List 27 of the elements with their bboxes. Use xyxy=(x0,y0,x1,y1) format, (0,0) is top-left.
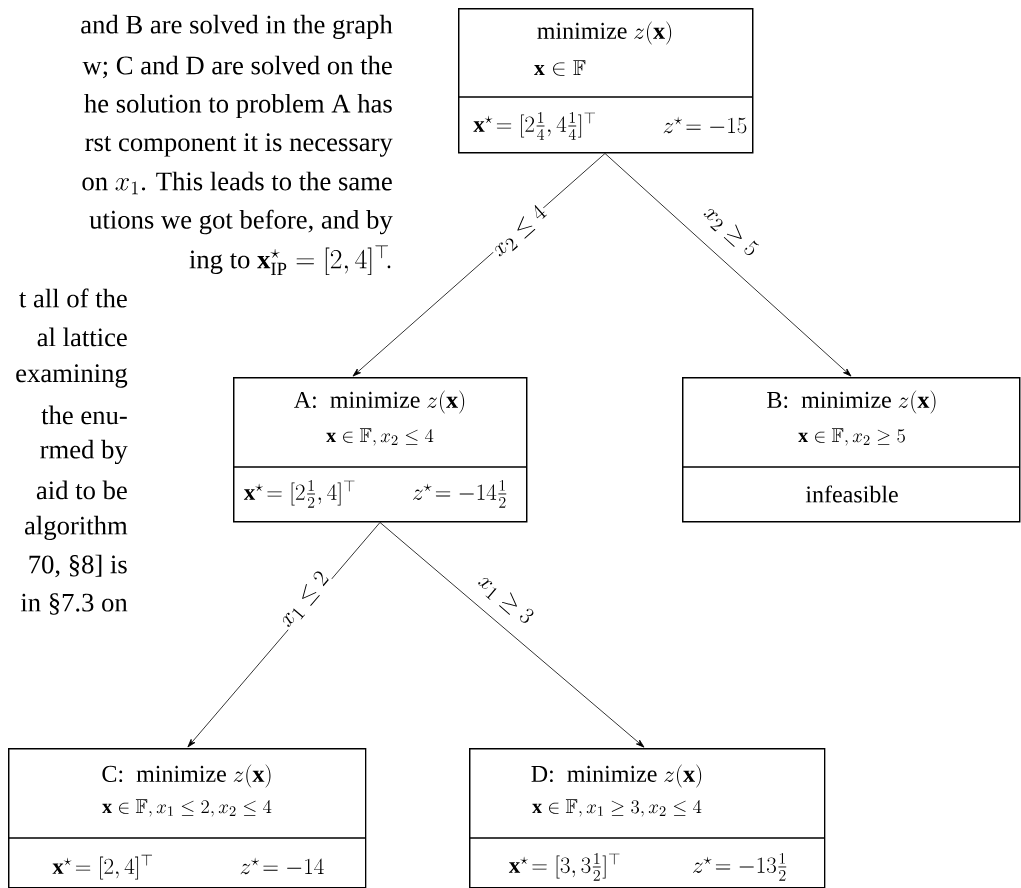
problem-box: $\text{D:\ \ minimize }z(\mathbf{x})$ $\mathbf{x}\in\mathbb{F},x_1\ge 3,x_2\le 4$ $\mathbf{x}^{\star}\!=[3,3\tfrac{1}{2}]^{\top}$ $z^{\star}\!=-13\tfrac{1}{2}$ xyxy=(468,748,826,888)
text-line: t all of the xyxy=(19,288,127,308)
text-line: examining xyxy=(16,364,128,388)
problem-box: $\text{C:\ \ minimize }z(\mathbf{x})$ $\mathbf{x}\in\mathbb{F},x_1\le 2,x_2\le 4$ $\mathbf{x}^{\star}\!=[2,4]^{\top}$ $z^{\star}\!=-14$ xyxy=(7,748,367,888)
edge-label: $x_1\le 2$ xyxy=(275,567,335,633)
text-line: aid to be xyxy=(36,480,127,500)
text-line: he solution to problem A has xyxy=(84,93,392,119)
arrow xyxy=(604,153,852,377)
text-line: rst component it is necessary xyxy=(85,133,393,157)
problem-box: $\text{minimize }z(\mathbf{x})$ $\mathbf{x}\in\mathbb{F}$ $\mathbf{x}^{\star}\!=[2\tfrac{1}{4},4\tfrac{1}{4}]^{\top}$ $z^{\star}\!=-15$ xyxy=(457,8,754,154)
problem-box: $\text{A:\ \ minimize }z(\mathbf{x})$ $\mathbf{x}\in\mathbb{F},x_2\le 4$ $\mathbf{x}^{\star}\!=[2\tfrac{1}{2},4]^{\top}$ $z^{\star}\!=-14\tfrac{1}{2}$ xyxy=(232,377,528,523)
edge-label: $x_2\ge 5$ xyxy=(697,201,763,263)
text-line: utions we got before, and by xyxy=(89,209,393,235)
text-line: the enu- xyxy=(41,405,127,425)
text-line: rmed by xyxy=(40,439,128,465)
edge-label: $x_2\le 4$ xyxy=(487,201,553,263)
text-line: w; C and D are solved on the xyxy=(82,55,392,79)
edge-label: $x_1\ge 3$ xyxy=(472,569,538,631)
text-line: $\text{on }x_1\text{. This leads to the same}$ xyxy=(82,171,392,195)
text-line: $\text{ing to }\mathbf{x}^{\star}_{\mathrm{IP}}=[2,4]^{\top}\!.$ xyxy=(189,245,391,276)
arrow xyxy=(379,522,645,748)
text-line: and B are solved in the graph xyxy=(81,14,393,40)
problem-box: $\text{B:\ \ minimize }z(\mathbf{x})$ $\mathbf{x}\in\mathbb{F},x_2\ge 5$ infeasible xyxy=(681,377,1021,523)
text-line: algorithm xyxy=(25,515,128,541)
text-line: in §7.3 on xyxy=(20,593,128,615)
text-line: al lattice xyxy=(37,327,127,347)
text-line: 70, §8] is xyxy=(29,554,127,578)
